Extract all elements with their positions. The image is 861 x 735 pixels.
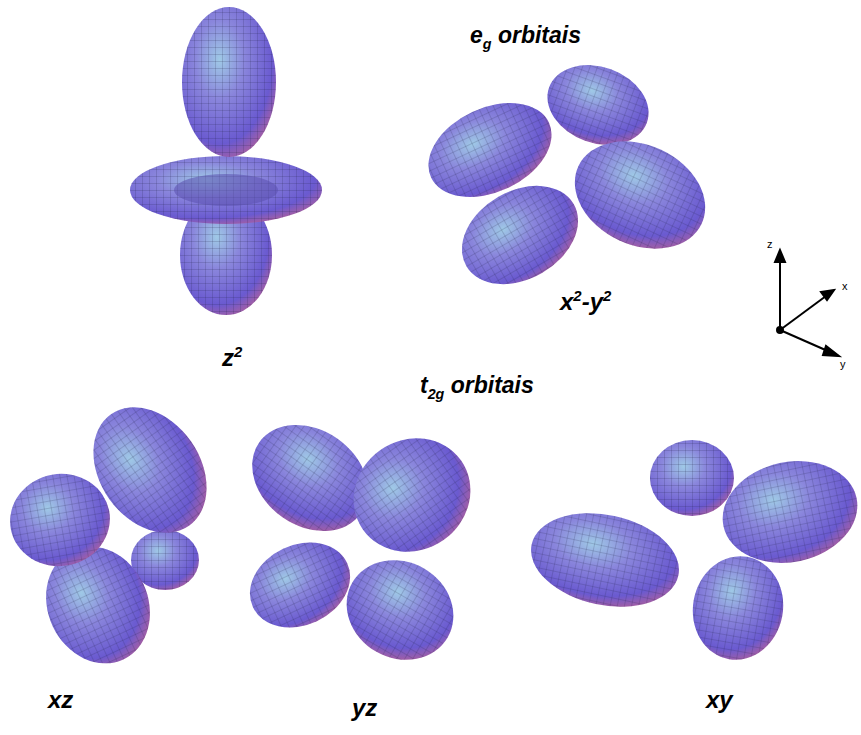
axis-label: z: [767, 238, 773, 250]
axes: [775, 250, 839, 356]
orbital-label: yz: [352, 694, 377, 722]
axis-label: y: [840, 358, 846, 370]
axis-label: x: [842, 280, 848, 292]
orbital-group-label: t2g orbitais: [420, 372, 534, 402]
orbital-label: xy: [706, 686, 733, 714]
orbital-label: x2-y2: [560, 288, 611, 316]
orbital-label: xz: [48, 686, 73, 714]
orbital-group-label: eg orbitais: [470, 22, 581, 52]
orbital-label: z2: [222, 344, 242, 372]
